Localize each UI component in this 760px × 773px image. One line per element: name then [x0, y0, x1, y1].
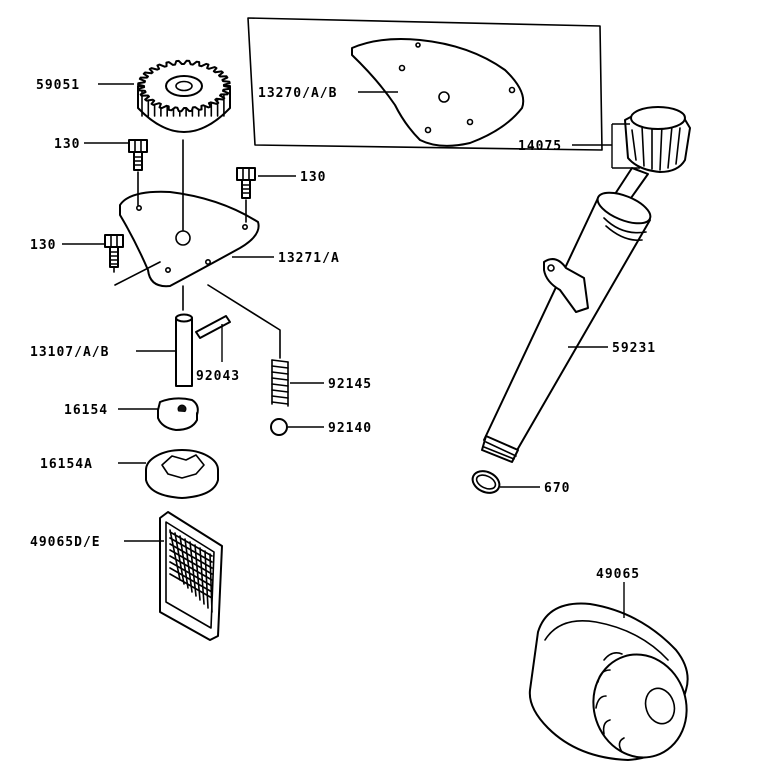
cover-plate-13270 — [351, 38, 525, 147]
label-49065D: 49065D/E — [30, 535, 101, 550]
label-16154: 16154 — [64, 403, 108, 418]
filler-tube-59231 — [481, 191, 652, 463]
label-92145: 92145 — [328, 377, 372, 392]
o-ring-670 — [471, 470, 501, 494]
screen-mesh-line — [169, 537, 213, 563]
screen-mesh-line — [169, 567, 213, 593]
label-59051: 59051 — [36, 78, 80, 93]
pump-plate-13271 — [114, 190, 260, 288]
screen-mesh-line — [169, 555, 213, 581]
label-130-right: 130 — [300, 170, 326, 185]
oil-filter-49065 — [528, 602, 689, 761]
screen-mesh-line — [169, 573, 213, 599]
label-49065: 49065 — [596, 567, 640, 582]
inner-rotor-16154 — [157, 397, 199, 431]
label-130-left: 130 — [30, 238, 56, 253]
shaft-13107 — [175, 313, 231, 387]
label-92043: 92043 — [196, 369, 240, 384]
label-13271: 13271/A — [278, 251, 340, 266]
bolt-130-right — [236, 167, 256, 199]
gear-bore — [175, 80, 193, 92]
outer-rotor-16154A — [145, 449, 219, 499]
screen-mesh-line — [199, 547, 205, 605]
screen-mesh-line — [169, 543, 213, 569]
bolt-130-top — [128, 139, 148, 171]
part-labels: 59051 130 130 130 13270/A/B 14075 13271/… — [30, 78, 656, 582]
gear-59051 — [137, 59, 231, 133]
strainer-screen-49065D — [159, 511, 223, 641]
ball-92140 — [270, 418, 288, 436]
leader-lines — [62, 83, 640, 618]
screen-mesh-line — [209, 553, 213, 613]
label-59231: 59231 — [612, 341, 656, 356]
spring-92145 — [271, 359, 289, 407]
screen-mesh-line — [204, 550, 209, 609]
label-670: 670 — [544, 481, 570, 496]
label-130-top: 130 — [54, 137, 80, 152]
label-16154A: 16154A — [40, 457, 93, 472]
screen-mesh-line — [169, 549, 213, 575]
label-14075: 14075 — [518, 139, 562, 154]
label-92140: 92140 — [328, 421, 372, 436]
bolt-130-left — [104, 234, 124, 268]
screen-mesh-line — [169, 561, 213, 587]
inset-box — [247, 17, 603, 151]
label-13107: 13107/A/B — [30, 345, 109, 360]
label-13270: 13270/A/B — [258, 86, 337, 101]
screen-mesh-line — [169, 531, 213, 557]
alignment-lines — [113, 139, 281, 359]
